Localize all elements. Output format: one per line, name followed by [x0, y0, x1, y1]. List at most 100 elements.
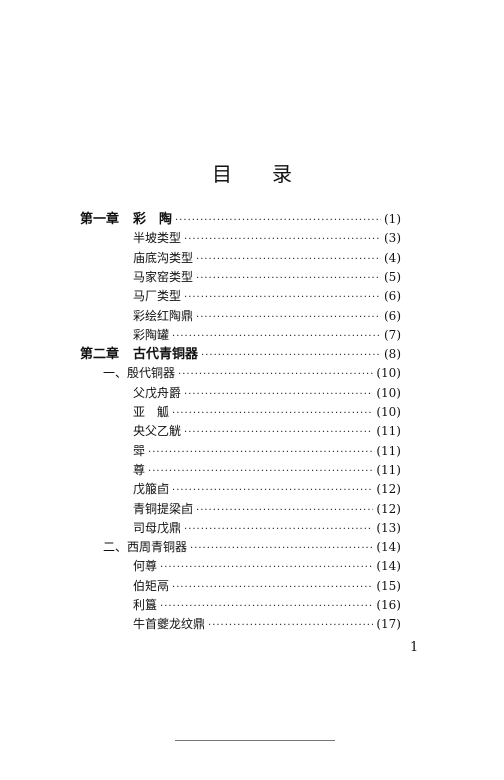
toc-chapter-row: 第二章古代青铜器································… — [80, 345, 401, 364]
toc-entry-text: 半坡类型 — [133, 231, 182, 246]
leader-dots: ········································… — [184, 292, 381, 304]
toc-item-row: 庙底沟类型···································… — [133, 249, 401, 268]
toc-item-row: 彩绘红陶鼎···································… — [133, 307, 401, 326]
toc-page-ref: (10) — [376, 405, 401, 419]
toc-entry-label: 戊箙卣 — [133, 480, 169, 499]
toc-entry-text: 尊 — [133, 462, 146, 477]
leader-dots: ········································… — [172, 330, 381, 342]
toc-entry-label: 彩陶罐 — [133, 326, 169, 345]
toc-item-row: 戊箙卣·····································… — [133, 480, 401, 499]
toc-page-ref: (8) — [384, 347, 401, 362]
toc-entry-label: 何尊 — [133, 557, 157, 576]
leader-dots: ········································… — [201, 350, 381, 362]
toc-item-row: 父戊舟爵····································… — [133, 384, 401, 403]
toc-section-row: 一、殷代铜器··································… — [103, 364, 401, 383]
toc-entry-text: 彩陶罐 — [133, 327, 170, 342]
toc-entry-text: 青铜提梁卣 — [133, 501, 194, 516]
toc-entry-label: 司母戊鼎 — [133, 519, 181, 538]
page-title: 目录 — [0, 158, 504, 187]
leader-dots: ········································… — [196, 311, 381, 323]
toc-entry-text: 央父乙觥 — [133, 424, 182, 439]
toc-entry-text: 牛首夔龙纹鼎 — [133, 617, 206, 632]
toc-page-ref: (7) — [384, 327, 401, 342]
toc-item-row: 青铜提梁卣···································… — [133, 500, 401, 519]
toc-entry-label: 第二章古代青铜器 — [80, 345, 198, 364]
toc-entry-label: 伯矩鬲 — [133, 577, 169, 596]
toc-entry-text: 司母戊鼎 — [133, 520, 182, 535]
leader-dots: ········································… — [175, 215, 381, 226]
toc-entry-text: 马家窑类型 — [133, 269, 194, 284]
toc-item-row: 斝·······································… — [133, 442, 401, 461]
leader-dots: ········································… — [160, 601, 374, 612]
toc-entry-label: 斝 — [133, 442, 145, 461]
toc-entry-label: 第一章彩 陶 — [80, 210, 172, 229]
toc-item-row: 央父乙觥····································… — [133, 422, 401, 441]
toc-entry-label: 彩绘红陶鼎 — [133, 307, 193, 326]
toc-entry-label: 利簋 — [133, 596, 157, 615]
leader-dots: ········································… — [172, 581, 373, 593]
toc-entry-label: 央父乙觥 — [133, 422, 181, 441]
toc-page-ref: (1) — [384, 212, 401, 226]
toc-entry-label: 半坡类型 — [133, 229, 181, 248]
toc-entry-label: 马家窑类型 — [133, 268, 193, 287]
toc-page-ref: (4) — [384, 250, 401, 265]
toc-item-row: 利簋······································… — [133, 596, 401, 615]
leader-dots: ········································… — [160, 562, 374, 574]
toc-page-ref: (10) — [376, 366, 401, 381]
toc-page-ref: (16) — [376, 598, 401, 612]
chapter-number: 第二章 — [80, 347, 120, 363]
toc-entry-label: 牛首夔龙纹鼎 — [133, 615, 205, 634]
page-number: 1 — [410, 640, 419, 655]
toc-page-ref: (11) — [376, 424, 401, 439]
toc-page-ref: (11) — [376, 443, 401, 458]
toc-page-ref: (5) — [384, 269, 401, 284]
toc-item-row: 伯矩鬲·····································… — [133, 577, 401, 596]
leader-dots: ········································… — [172, 485, 373, 497]
toc-page-ref: (6) — [384, 289, 401, 304]
toc-item-row: 半坡类型····································… — [133, 229, 401, 248]
toc-page-ref: (17) — [376, 617, 401, 632]
title-char-2: 录 — [272, 162, 292, 186]
toc-item-row: 牛首夔龙纹鼎··································… — [133, 615, 401, 634]
toc-page-ref: (15) — [376, 578, 401, 593]
toc-item-row: 马家窑类型···································… — [133, 268, 401, 287]
toc-page-ref: (14) — [376, 559, 401, 574]
toc-entry-label: 青铜提梁卣 — [133, 500, 193, 519]
toc-entry-label: 马厂类型 — [133, 287, 181, 306]
leader-dots: ········································… — [190, 543, 374, 555]
toc-page-ref: (6) — [384, 308, 401, 323]
toc-page-ref: (13) — [376, 520, 401, 535]
toc-entry-text: 彩绘红陶鼎 — [133, 308, 194, 323]
toc-item-row: 亚 觚·····································… — [133, 403, 401, 422]
toc-entry-text: 利簋 — [133, 598, 158, 612]
leader-dots: ········································… — [184, 388, 373, 400]
toc-entry-text: 父戊舟爵 — [133, 385, 182, 400]
toc-entry-text: 古代青铜器 — [133, 347, 199, 363]
toc-entry-text: 彩 陶 — [133, 212, 173, 227]
toc-item-row: 司母戊鼎····································… — [133, 519, 401, 538]
toc-page-ref: (12) — [376, 482, 401, 497]
toc-entry-text: 亚 觚 — [133, 405, 170, 419]
toc-page-ref: (10) — [376, 385, 401, 400]
scan-artifact-line — [175, 740, 335, 741]
leader-dots: ········································… — [196, 504, 373, 516]
toc-page-ref: (11) — [376, 462, 401, 477]
toc-entry-label: 二、西周青铜器 — [103, 538, 187, 557]
toc-item-row: 何尊······································… — [133, 557, 401, 576]
leader-dots: ········································… — [184, 427, 373, 439]
leader-dots: ········································… — [148, 446, 374, 458]
leader-dots: ········································… — [184, 523, 373, 535]
toc-entry-label: 一、殷代铜器 — [103, 364, 175, 383]
toc-entry-text: 二、西周青铜器 — [103, 540, 188, 555]
toc-item-row: 马厂类型····································… — [133, 287, 401, 306]
toc-page-ref: (12) — [376, 501, 401, 516]
toc-page-ref: (3) — [384, 231, 401, 246]
title-char-1: 目 — [212, 162, 232, 186]
leader-dots: ········································… — [178, 369, 373, 381]
toc-entry-text: 何尊 — [133, 559, 158, 574]
toc-page-ref: (14) — [376, 540, 401, 555]
leader-dots: ········································… — [184, 234, 381, 246]
toc-entry-text: 伯矩鬲 — [133, 578, 170, 593]
toc-entry-text: 戊箙卣 — [133, 482, 170, 497]
leader-dots: ········································… — [208, 620, 373, 632]
